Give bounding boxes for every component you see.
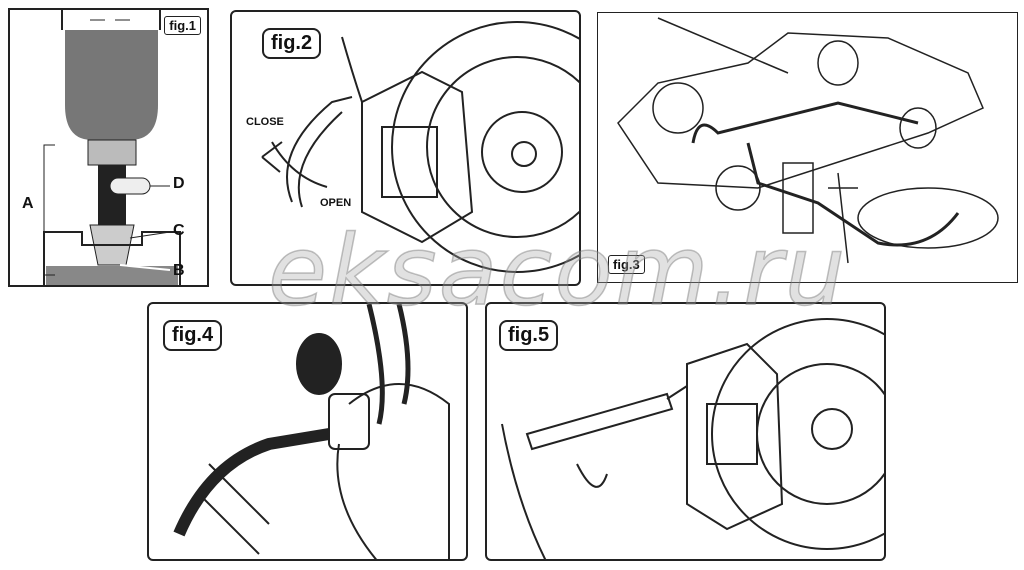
bleed-screw-tube-illustration (173, 304, 450, 559)
callout-c: C (173, 222, 185, 239)
brake-fluid-bottle-illustration (43, 10, 181, 285)
figure-1-label: fig.1 (164, 16, 201, 35)
figure-5-panel: fig.5 (485, 302, 886, 561)
figure-5-label: fig.5 (499, 320, 559, 351)
figure-4-label: fig.4 (163, 320, 223, 351)
open-direction-label: OPEN (320, 197, 352, 209)
figure-1-panel: fig.1 A D C B (8, 8, 209, 287)
callout-d: D (173, 175, 185, 192)
close-direction-label: CLOSE (246, 116, 284, 128)
callout-a: A (22, 195, 34, 212)
figure-3-panel: fig.3 (597, 12, 1018, 283)
caliper-bleed-wrench-illustration (261, 21, 579, 273)
figure-3-label: fig.3 (608, 255, 645, 274)
figure-4-panel: fig.4 (147, 302, 468, 561)
figure-2-label: fig.2 (262, 28, 322, 59)
syringe-bleeding-illustration (501, 318, 884, 559)
figure-2-panel: fig.2 CLOSE OPEN (230, 10, 581, 286)
car-on-lift-bleeding-illustration (617, 17, 999, 264)
callout-b: B (173, 262, 185, 279)
